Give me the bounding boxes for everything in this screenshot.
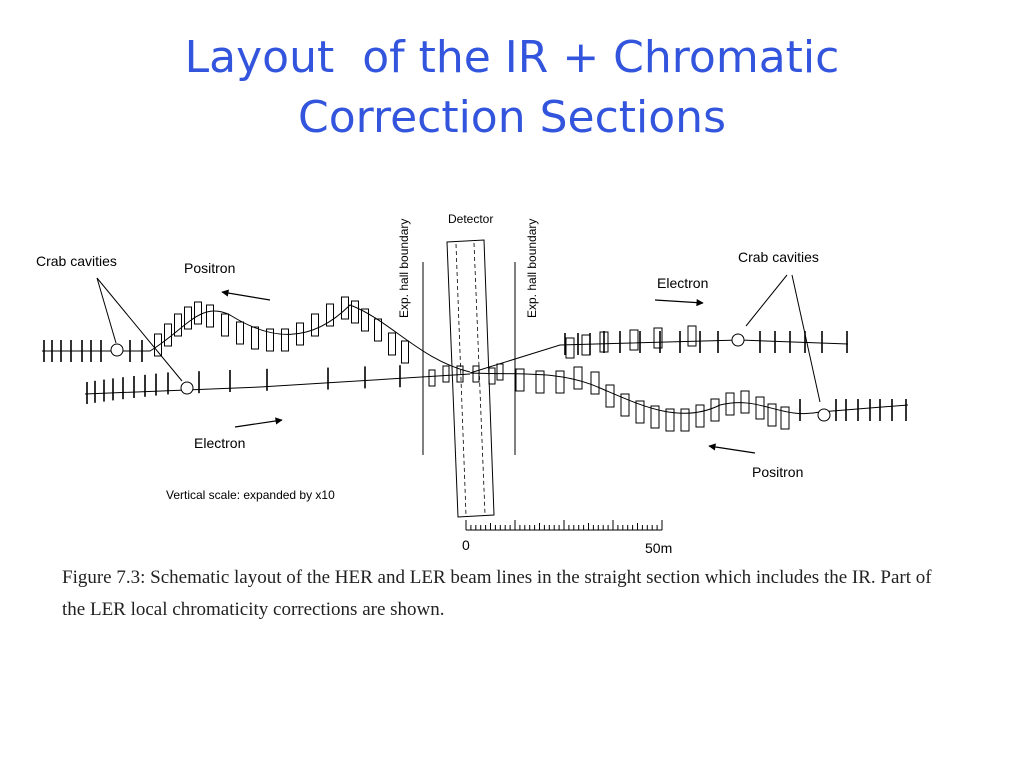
crab-pointer-left-2 — [96, 277, 183, 382]
magnet-box — [184, 306, 192, 330]
magnet-box — [281, 328, 289, 352]
magnet-box — [555, 370, 565, 394]
magnet-box — [605, 384, 615, 408]
magnet-box — [194, 301, 202, 325]
magnet-box — [687, 325, 697, 347]
magnet-box — [581, 334, 591, 356]
magnet-box — [573, 366, 583, 390]
magnet-box — [629, 329, 639, 351]
magnet-box — [780, 406, 790, 430]
magnet-box — [341, 296, 349, 320]
magnet-box — [326, 303, 334, 327]
magnet-box — [401, 340, 409, 364]
magnet-box — [266, 328, 274, 352]
magnet-box — [755, 396, 765, 420]
magnet-box — [351, 300, 359, 324]
magnet-box — [221, 313, 229, 337]
slide-title-line-2: Correction Sections — [297, 92, 726, 143]
magnet-elements — [43, 296, 907, 432]
vertical-scale-note: Vertical scale: expanded by x10 — [166, 488, 335, 502]
positron-bottom-arrow — [708, 443, 756, 454]
positron-label-bottom: Positron — [752, 464, 804, 480]
magnet-box — [296, 322, 304, 346]
electron-label-top: Electron — [657, 275, 709, 291]
magnet-box — [740, 390, 750, 414]
positron-line-right — [469, 372, 909, 414]
crab-cavities-label-left: Crab cavities — [36, 253, 117, 269]
magnet-box — [515, 368, 525, 392]
crab-cavity-right-top — [731, 333, 745, 347]
electron-line-left — [84, 373, 471, 395]
distance-scale-bar — [465, 520, 663, 531]
magnet-box — [154, 333, 162, 357]
magnet-box — [428, 369, 436, 387]
crab-pointer-right-1 — [745, 274, 788, 327]
magnet-box — [388, 332, 396, 356]
detector-box — [446, 239, 495, 518]
positron-top-arrow — [221, 289, 271, 301]
magnet-box — [496, 363, 504, 381]
electron-top-arrow — [654, 299, 704, 307]
magnet-box — [206, 304, 214, 328]
figure-caption: Figure 7.3: Schematic layout of the HER … — [62, 567, 932, 620]
magnet-box — [361, 308, 369, 332]
hall-boundary-label-left: Exp. hall boundary — [397, 218, 411, 318]
electron-line-right — [469, 339, 849, 374]
crab-pointer-right-2 — [791, 274, 821, 403]
crab-cavities-label-right: Crab cavities — [738, 249, 819, 265]
magnet-box — [565, 337, 575, 359]
crab-cavity-right-bottom — [817, 408, 831, 422]
magnet-box — [251, 326, 259, 350]
electron-label-bottom: Electron — [194, 435, 246, 451]
crab-pointer-left-1 — [96, 277, 117, 344]
magnet-box — [725, 392, 735, 416]
scale-label-zero: 0 — [462, 537, 470, 553]
magnet-box — [599, 331, 609, 353]
magnet-box — [311, 313, 319, 337]
magnet-box — [164, 323, 172, 347]
magnet-box — [590, 371, 600, 395]
magnet-box — [710, 398, 720, 422]
slide-title-line-1: Layout of the IR + Chromatic — [184, 32, 840, 83]
scale-label-end: 50m — [645, 540, 673, 556]
magnet-box — [695, 404, 705, 428]
magnet-box — [472, 365, 480, 383]
magnet-box — [650, 405, 660, 429]
electron-bottom-arrow — [234, 417, 283, 428]
magnet-box — [535, 370, 545, 394]
slide-title: Layout of the IR + Chromatic Correction … — [0, 28, 1024, 148]
crab-cavity-left-bottom — [180, 381, 194, 395]
magnet-box — [665, 408, 675, 432]
magnet-box — [635, 400, 645, 424]
magnet-box — [653, 327, 663, 349]
crab-cavity-left-top — [110, 343, 124, 357]
positron-label-top: Positron — [184, 260, 236, 276]
magnet-box — [236, 321, 244, 345]
magnet-box — [174, 313, 182, 337]
magnet-box — [374, 318, 382, 342]
magnet-box — [456, 365, 464, 383]
magnet-box — [442, 365, 450, 383]
magnet-box — [488, 367, 496, 385]
detector-label: Detector — [448, 212, 494, 226]
hall-boundary-label-right: Exp. hall boundary — [525, 218, 539, 318]
magnet-box — [620, 393, 630, 417]
magnet-box — [680, 408, 690, 432]
magnet-box — [767, 403, 777, 427]
